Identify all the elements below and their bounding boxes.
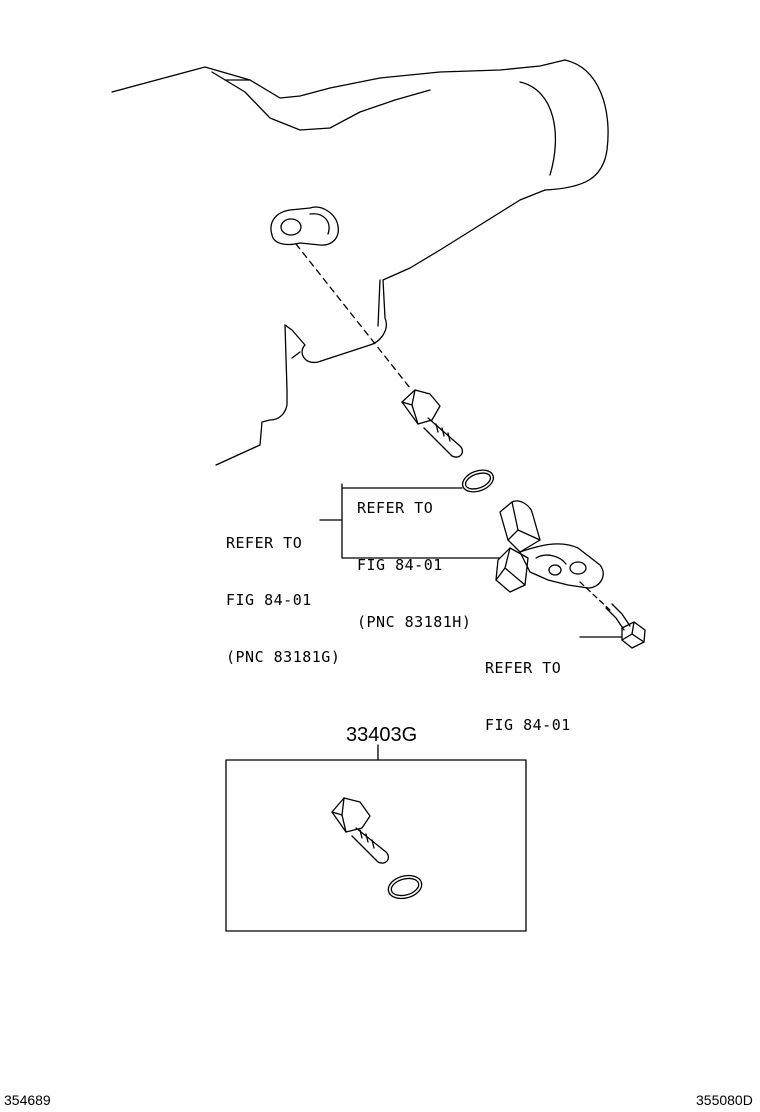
callout-line: REFER TO bbox=[485, 659, 562, 677]
callout-line: FIG 84-01 bbox=[226, 591, 312, 609]
install-line-upper bbox=[295, 243, 411, 389]
retaining-bolt bbox=[605, 603, 646, 649]
speed-sensor-bolt-upper bbox=[401, 389, 464, 458]
kit-box bbox=[225, 759, 527, 932]
callout-line: (PNC 83181G) bbox=[226, 648, 341, 666]
callout-line: REFER TO bbox=[357, 499, 434, 517]
callout-ref-left: REFER TO FIG 84-01 (PNC 83181G) bbox=[226, 496, 340, 686]
callout-line: (PNC 83181H) bbox=[357, 613, 472, 631]
sensor-mount-boss bbox=[270, 206, 339, 246]
install-line-lower bbox=[579, 581, 613, 613]
footer-right-code: 355080D bbox=[696, 1092, 753, 1108]
callout-line: REFER TO bbox=[226, 534, 303, 552]
callout-line: FIG 84-01 bbox=[357, 556, 443, 574]
transmission-housing bbox=[111, 59, 609, 466]
callout-ref-bolt: REFER TO FIG 84-01 bbox=[485, 621, 571, 754]
speed-sensor bbox=[495, 500, 604, 593]
kit-part-number: 33403G bbox=[346, 724, 418, 746]
kit-bolt bbox=[331, 797, 390, 864]
callout-ref-upper-right: REFER TO FIG 84-01 (PNC 83181H) bbox=[357, 461, 471, 651]
leader-lines bbox=[319, 483, 623, 761]
o-ring-upper bbox=[461, 469, 495, 493]
footer-left-code: 354689 bbox=[4, 1092, 51, 1108]
kit-o-ring bbox=[387, 874, 423, 900]
callout-line: FIG 84-01 bbox=[485, 716, 571, 734]
